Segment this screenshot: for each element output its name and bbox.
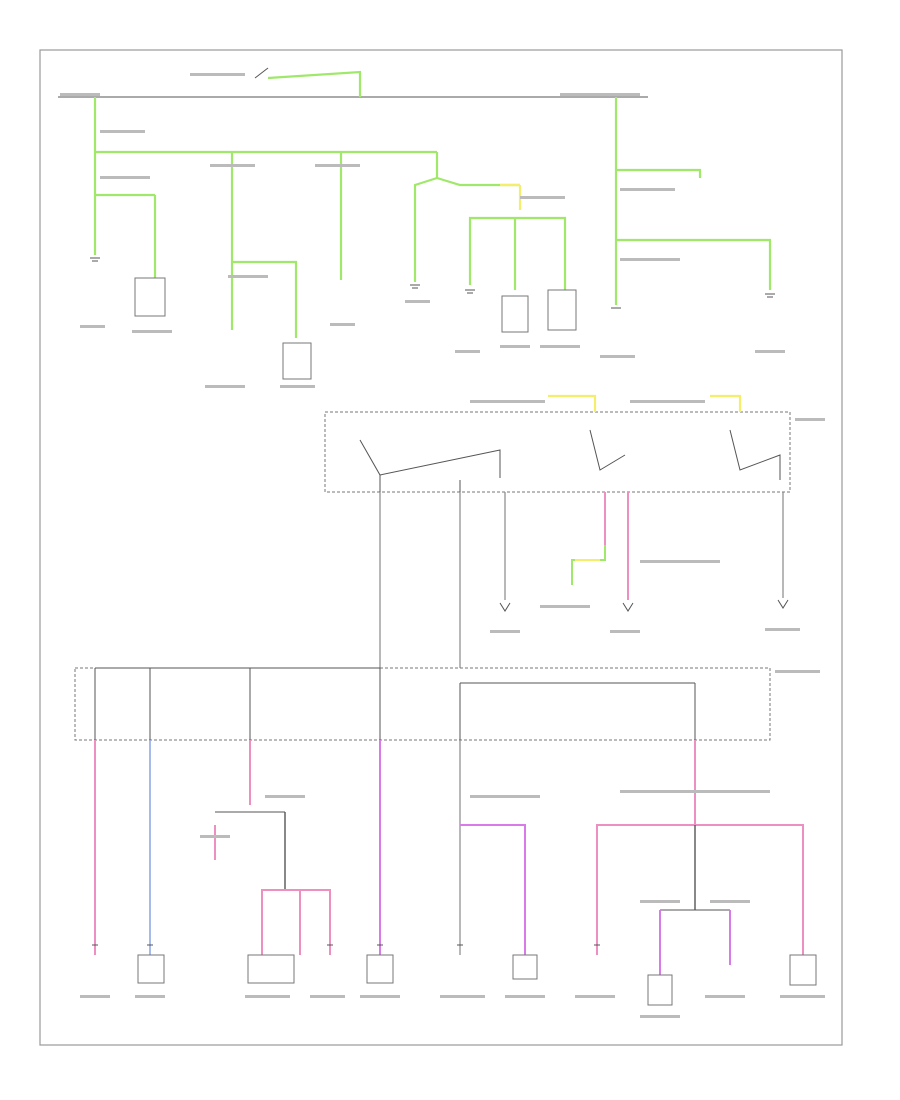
top-label-marks [60, 73, 785, 388]
ground-symbols-top [90, 257, 775, 309]
right-branch-lower [616, 238, 772, 290]
component-box-e [137, 954, 165, 984]
green-branch-3 [232, 260, 298, 338]
top-feed-wire [267, 70, 362, 97]
yellow-feed-right [710, 394, 742, 412]
green-yellow-wire [571, 545, 606, 585]
component-box-c [501, 295, 529, 333]
green-branch-5 [413, 152, 439, 282]
ground-symbols-middle [499, 599, 789, 612]
component-box-g [366, 954, 394, 984]
magenta-branch-fuse-5 [460, 824, 526, 955]
component-box-d [547, 289, 577, 331]
green-sub-bus [468, 216, 567, 290]
component-box-i [647, 974, 673, 1006]
top-switch-arm [254, 67, 269, 79]
component-box-b [282, 342, 312, 380]
middle-label-marks [470, 400, 825, 673]
right-branch-upper [616, 168, 702, 178]
fuse-drops [94, 668, 696, 740]
pink-fan-out [261, 889, 331, 955]
component-box-j [789, 954, 817, 986]
pink-bus-lower [596, 824, 804, 955]
fuse-panel-box [74, 667, 771, 741]
bottom-label-marks [80, 790, 825, 1018]
component-box-f [247, 954, 295, 984]
ignition-switch-box [324, 411, 791, 493]
diagram-frame [39, 49, 843, 1046]
component-box-h [512, 954, 538, 980]
component-box-a [134, 277, 166, 317]
yellow-feed-left [548, 394, 597, 412]
switch-contacts [359, 429, 781, 492]
